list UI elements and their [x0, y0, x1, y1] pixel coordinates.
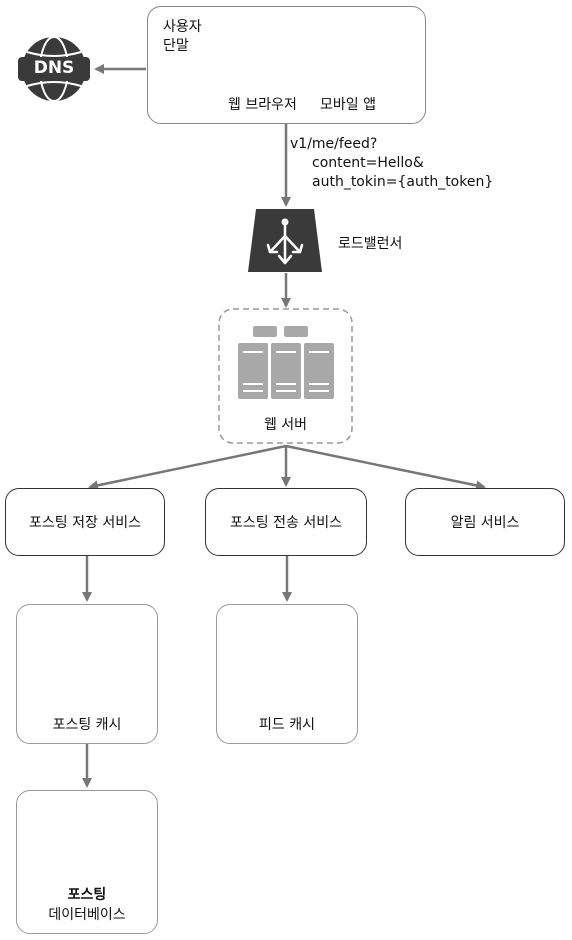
load-balancer-label: 로드밸런서	[338, 236, 403, 252]
client-title-line1: 사용자	[163, 19, 202, 35]
feed-cache-cache-word-3: CACHE	[301, 659, 339, 670]
load-balancer-icon	[248, 209, 322, 272]
web-browser-label: 웹 브라우저	[228, 97, 297, 113]
post-cache-cache-word-3: CACHE	[102, 659, 140, 670]
post-storage-service-label: 포스팅 저장 서비스	[29, 515, 141, 531]
post-cache-cache-word-1: CACHE	[38, 625, 76, 636]
request-line3: auth_tokin={auth_token}	[312, 174, 494, 190]
notification-service-label: 알림 서비스	[450, 515, 520, 531]
notification-service-box: 알림 서비스	[405, 488, 565, 556]
database-label-line2: 데이터베이스	[48, 907, 126, 923]
dns-label: DNS	[33, 58, 75, 78]
post-delivery-service-label: 포스팅 전송 서비스	[230, 515, 342, 531]
server-rack-icon	[238, 326, 334, 399]
feed-cache-cache-word-1: CACHE	[237, 625, 275, 636]
post-storage-service-box: 포스팅 저장 서비스	[5, 488, 165, 556]
arrow-ws-to-notification	[285, 444, 486, 491]
request-line1: v1/me/feed?	[290, 136, 378, 152]
database-label-line1: 포스팅	[67, 887, 107, 903]
client-device-box	[147, 6, 426, 124]
web-server-label: 웹 서버	[263, 417, 308, 433]
feed-cache-box	[216, 604, 358, 744]
arrow-ws-to-post-storage	[88, 444, 287, 491]
post-cache-label: 포스팅 캐시	[52, 717, 122, 733]
feed-cache-label: 피드 캐시	[259, 717, 315, 733]
client-title-line2: 단말	[163, 38, 189, 54]
feed-cache-cache-word-2: CACHE	[265, 641, 303, 652]
database-box	[16, 790, 158, 934]
post-cache-cache-word-2: CACHE	[66, 641, 104, 652]
post-delivery-service-box: 포스팅 전송 서비스	[205, 488, 367, 556]
post-cache-box	[16, 604, 158, 744]
request-line2: content=Hello&	[312, 155, 424, 171]
mobile-app-label: 모바일 앱	[320, 97, 376, 113]
dns-globe-icon	[18, 36, 90, 102]
